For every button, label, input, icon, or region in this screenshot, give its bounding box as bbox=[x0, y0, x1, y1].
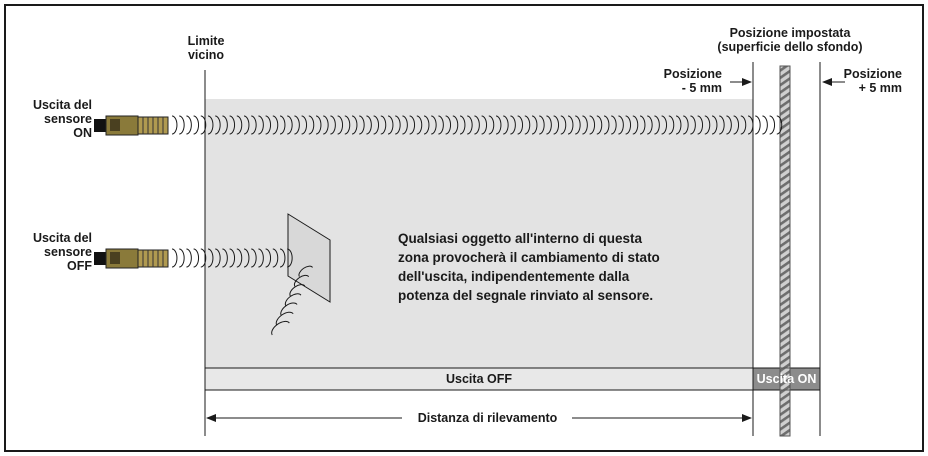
zone-description: Qualsiasi oggetto all'interno di questa … bbox=[398, 231, 660, 303]
signal-waves-on bbox=[171, 115, 783, 135]
sensor-on-icon bbox=[94, 115, 169, 136]
background-surface-over-bar bbox=[779, 367, 791, 391]
signal-waves-return bbox=[271, 265, 313, 336]
sensor-off-icon bbox=[94, 248, 169, 269]
sensor-on-label: Uscita del sensore ON bbox=[32, 98, 92, 140]
sensing-distance-label: Distanza di rilevamento bbox=[405, 411, 570, 425]
set-position-label: Posizione impostata (superficie dello sf… bbox=[717, 26, 863, 54]
background-surface bbox=[779, 65, 791, 437]
target-object bbox=[287, 213, 331, 303]
position-minus5-label: Posizione - 5 mm bbox=[663, 67, 722, 95]
near-limit-label: Limite vicino bbox=[187, 34, 225, 62]
sensor-off-label: Uscita del sensore OFF bbox=[32, 231, 92, 273]
output-off-label: Uscita OFF bbox=[446, 372, 512, 386]
signal-waves-off bbox=[171, 248, 293, 268]
position-plus5-label: Posizione + 5 mm bbox=[843, 67, 902, 95]
output-on-label: Uscita ON bbox=[756, 372, 817, 386]
